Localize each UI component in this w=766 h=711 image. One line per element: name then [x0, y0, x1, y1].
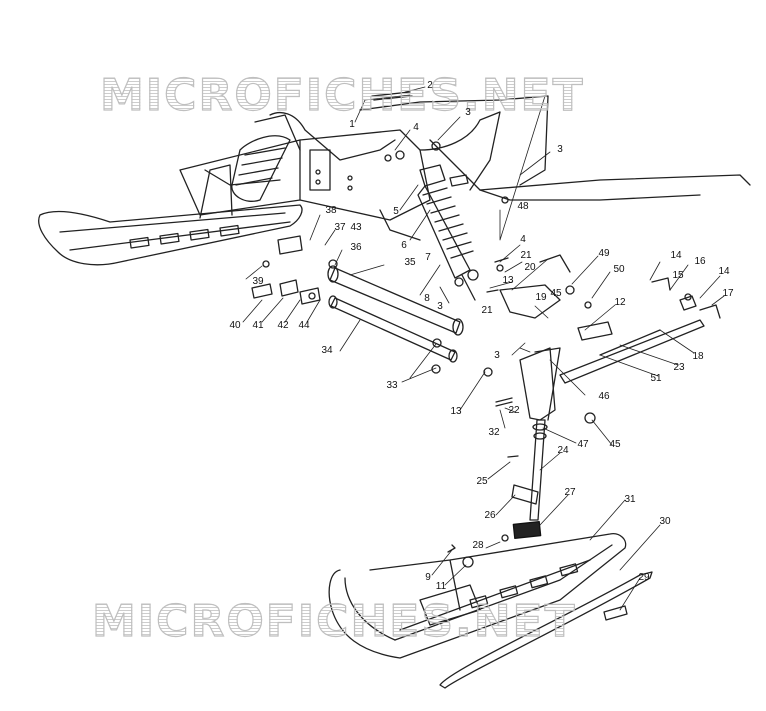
callout-c9: 9 — [425, 572, 431, 583]
callout-c12: 12 — [614, 297, 626, 308]
callout-c35: 35 — [404, 257, 416, 268]
callout-c13b: 13 — [450, 406, 462, 417]
misc-fasteners — [371, 91, 628, 621]
callout-c21a: 21 — [520, 250, 532, 261]
callout-c20: 20 — [524, 262, 536, 273]
callout-c26: 26 — [484, 510, 496, 521]
callout-c41: 41 — [252, 320, 264, 331]
callout-c40: 40 — [229, 320, 241, 331]
callout-c18: 18 — [692, 351, 704, 362]
background-shock — [231, 114, 301, 202]
callout-c48: 48 — [517, 201, 529, 212]
callout-c22: 22 — [508, 405, 520, 416]
callout-c45a: 45 — [550, 288, 562, 299]
callout-c3a: 3 — [465, 107, 471, 118]
callout-c37: 37 — [334, 222, 346, 233]
callout-c36: 36 — [350, 242, 362, 253]
shock-absorber — [417, 164, 479, 301]
lower-radius-rod — [328, 295, 458, 374]
callout-c8: 8 — [424, 293, 430, 304]
callout-c7: 7 — [425, 252, 431, 263]
callout-c13a: 13 — [502, 275, 514, 286]
callout-c19: 19 — [535, 292, 547, 303]
callout-c11: 11 — [435, 581, 447, 592]
callout-c33: 33 — [386, 380, 398, 391]
callout-c4b: 4 — [520, 234, 526, 245]
wear-bar — [439, 571, 653, 689]
callout-c28: 28 — [472, 540, 484, 551]
callout-c25: 25 — [476, 476, 488, 487]
callout-c17: 17 — [722, 288, 734, 299]
callout-c45b: 45 — [609, 439, 621, 450]
callout-c46: 46 — [598, 391, 610, 402]
callout-c44: 44 — [298, 320, 310, 331]
callout-c2: 2 — [427, 80, 433, 91]
callout-c51: 51 — [650, 373, 662, 384]
callout-c47: 47 — [577, 439, 589, 450]
leader-lines — [242, 86, 725, 611]
main-ski — [328, 533, 627, 659]
tie-rod — [559, 277, 721, 384]
watermark-bottom: MICROFICHES.NET — [91, 595, 577, 647]
callout-c30: 30 — [659, 516, 671, 527]
background-ski — [38, 164, 303, 266]
upper-radius-rod — [327, 265, 464, 336]
callout-c29: 29 — [638, 572, 650, 583]
callout-c49: 49 — [598, 248, 610, 259]
spindle-bracket — [499, 254, 592, 421]
callout-c39: 39 — [252, 276, 264, 287]
callout-c38: 38 — [325, 205, 337, 216]
callout-c14a: 14 — [670, 250, 682, 261]
callout-c3b: 3 — [557, 144, 563, 155]
callout-c43: 43 — [350, 222, 362, 233]
callout-c5: 5 — [393, 206, 399, 217]
frame-bulkhead — [179, 95, 751, 241]
callout-c31: 31 — [624, 494, 636, 505]
callout-c23: 23 — [673, 362, 685, 373]
callout-c50: 50 — [613, 264, 625, 275]
callout-c24: 24 — [557, 445, 569, 456]
callout-c6: 6 — [401, 240, 407, 251]
callout-c14b: 14 — [718, 266, 730, 277]
watermark-top: MICROFICHES.NET — [99, 69, 585, 121]
callout-c3d: 3 — [494, 350, 500, 361]
callout-c34: 34 — [321, 345, 333, 356]
callout-c3c: 3 — [437, 301, 443, 312]
callout-c15: 15 — [672, 270, 684, 281]
left-hardware — [251, 235, 338, 305]
callout-c16: 16 — [694, 256, 706, 267]
callout-c4a: 4 — [413, 122, 419, 133]
callout-c21b: 21 — [481, 305, 493, 316]
callout-c32: 32 — [488, 427, 500, 438]
callout-c1: 1 — [349, 119, 355, 130]
ski-pad — [512, 521, 542, 539]
spindle — [511, 419, 548, 521]
callout-c27: 27 — [564, 487, 576, 498]
callout-c42: 42 — [277, 320, 289, 331]
